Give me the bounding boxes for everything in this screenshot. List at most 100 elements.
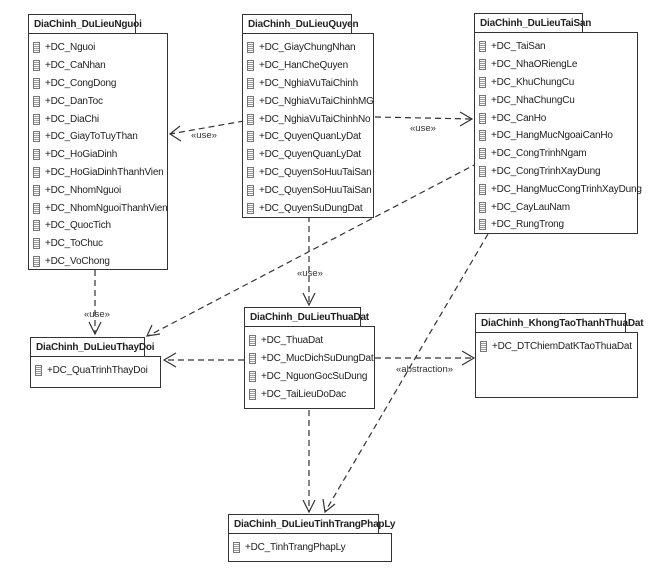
package-member[interactable]: +DC_QuyenSoHuuTaiSan (247, 181, 372, 199)
use-label: «use» (191, 130, 217, 141)
package-member[interactable]: +DC_DanToc (33, 92, 163, 110)
package-member[interactable]: +DC_CongTrinhNgam (479, 145, 633, 163)
arrowhead (459, 111, 474, 127)
member-label: +DC_NhomNguoiThanhVien (45, 202, 168, 214)
package-member[interactable]: +DC_NguonGocSuDung (249, 368, 370, 386)
class-icon (33, 77, 40, 89)
package-member[interactable]: +DC_NhomNguoiThanhVien (33, 199, 168, 217)
package-member[interactable]: +DC_ThuaDat (249, 332, 370, 350)
package-member[interactable]: +DC_VoChong (33, 253, 163, 271)
class-icon (247, 184, 254, 196)
member-label: +DC_NhaORiengLe (491, 59, 578, 71)
member-label: +DC_QuyenSuDungDat (259, 202, 363, 214)
member-label: +DC_CayLauNam (491, 201, 570, 213)
package-member[interactable]: +DC_CayLauNam (479, 198, 633, 216)
class-icon (33, 149, 40, 161)
use-label: «use» (410, 123, 436, 134)
package-member[interactable]: +DC_QuyenQuanLyDat (247, 146, 369, 164)
package-member[interactable]: +DC_HangMucNgoaiCanHo (479, 127, 633, 145)
package-member[interactable]: +DC_NghiaVuTaiChinhMG (247, 92, 374, 110)
class-icon (479, 130, 486, 142)
package-member[interactable]: +DC_HoGiaDinh (33, 146, 163, 164)
package-title: DiaChinh_DuLieuTinhTrangPhapLy (228, 514, 395, 534)
package-member[interactable]: +DC_QuocTich (33, 217, 163, 235)
arrowhead (302, 499, 316, 514)
class-icon (249, 353, 256, 365)
member-label: +DC_Nguoi (45, 42, 96, 54)
package-body: +DC_QuaTrinhThayDoi (30, 356, 161, 388)
arrowhead (302, 292, 316, 307)
member-label: +DC_HoGiaDinhThanhVien (45, 166, 164, 178)
package-member[interactable]: +DC_RungTrong (479, 216, 633, 234)
class-icon (35, 365, 42, 377)
package-member[interactable]: +DC_CaNhan (33, 57, 163, 75)
class-icon (249, 335, 256, 347)
package-member[interactable]: +DC_QuyenQuanLyDat (247, 128, 369, 146)
package-member[interactable]: +DC_GiayChungNhan (247, 39, 369, 57)
class-icon (247, 42, 254, 54)
member-label: +DC_HoGiaDinh (45, 149, 118, 161)
member-label: +DC_CanHo (491, 112, 547, 124)
class-icon (479, 41, 486, 53)
member-label: +DC_DanToc (45, 95, 103, 107)
class-icon (249, 388, 256, 400)
class-icon (479, 59, 486, 71)
member-label: +DC_CongTrinhNgam (491, 148, 587, 160)
class-icon (247, 131, 254, 143)
class-icon (479, 148, 486, 160)
package-member[interactable]: +DC_NhaORiengLe (479, 56, 633, 74)
package-member[interactable]: +DC_MucDichSuDungDat (249, 350, 374, 368)
link-quyen-nguoi (169, 120, 245, 135)
package-member[interactable]: +DC_CongTrinhXayDung (479, 163, 633, 181)
member-label: +DC_CaNhan (45, 60, 106, 72)
package-member[interactable]: +DC_QuaTrinhThayDoi (35, 362, 156, 380)
package-title: DiaChinh_DuLieuTaiSan (474, 13, 591, 33)
class-icon (247, 166, 254, 178)
class-icon (479, 219, 486, 231)
package-body: +DC_GiayChungNhan +DC_HanCheQuyen +DC_Nghi… (242, 33, 374, 218)
package-member[interactable]: +DC_CongDong (33, 75, 163, 93)
class-icon (479, 165, 486, 177)
link-taisan-phaply (324, 233, 489, 513)
member-label: +DC_QuaTrinhThayDoi (47, 365, 148, 377)
package-member[interactable]: +DC_QuyenSoHuuTaiSan (247, 164, 372, 182)
package-body: +DC_TaiSan +DC_NhaORiengLe +DC_KhuChungCu +… (474, 32, 642, 234)
class-icon (479, 76, 486, 88)
package-member[interactable]: +DC_HangMucCongTrinhXayDung (479, 180, 642, 198)
member-label: +DC_QuocTich (45, 220, 111, 232)
package-member[interactable]: +DC_NghiaVuTaiChinh (247, 75, 369, 93)
package-member[interactable]: +DC_CanHo (479, 109, 633, 127)
member-label: +DC_KhuChungCu (491, 76, 575, 88)
package-title: DiaChinh_KhongTaoThanhThuaDat (475, 313, 644, 333)
member-label: +DC_CongTrinhXayDung (491, 165, 601, 177)
package-member[interactable]: +DC_TaiLieuDoDac (249, 385, 370, 403)
member-label: +DC_ThuaDat (261, 335, 323, 347)
member-label: +DC_HangMucNgoaiCanHo (491, 130, 613, 142)
package-member[interactable]: +DC_TaiSan (479, 38, 633, 56)
package-member[interactable]: +DC_HoGiaDinhThanhVien (33, 164, 164, 182)
member-label: +DC_HanCheQuyen (259, 60, 348, 72)
class-icon (479, 183, 486, 195)
class-icon (479, 201, 486, 213)
class-icon (247, 60, 254, 72)
member-label: +DC_QuyenSoHuuTaiSan (259, 184, 372, 196)
class-icon (33, 166, 40, 178)
package-member[interactable]: +DC_DTChiemDatKTaoThuaDat (480, 338, 633, 356)
package-title: DiaChinh_DuLieuThayDoi (30, 337, 155, 357)
package-member[interactable]: +DC_NghiaVuTaiChinhNo (247, 110, 371, 128)
package-member[interactable]: +DC_NhomNguoi (33, 181, 163, 199)
package-member[interactable]: +DC_KhuChungCu (479, 74, 633, 92)
arrowhead (322, 498, 336, 514)
package-member[interactable]: +DC_TinhTrangPhapLy (233, 539, 387, 557)
class-icon (247, 77, 254, 89)
package-member[interactable]: +DC_ToChuc (33, 235, 163, 253)
package-member[interactable]: +DC_NhaChungCu (479, 91, 633, 109)
package-member[interactable]: +DC_GiayToTuyThan (33, 128, 163, 146)
class-icon (33, 42, 40, 54)
package-member[interactable]: +DC_HanCheQuyen (247, 57, 369, 75)
member-label: +DC_NghiaVuTaiChinh (259, 77, 358, 89)
class-icon (479, 94, 486, 106)
package-member[interactable]: +DC_DiaChi (33, 110, 163, 128)
package-member[interactable]: +DC_Nguoi (33, 39, 163, 57)
package-member[interactable]: +DC_QuyenSuDungDat (247, 199, 369, 217)
